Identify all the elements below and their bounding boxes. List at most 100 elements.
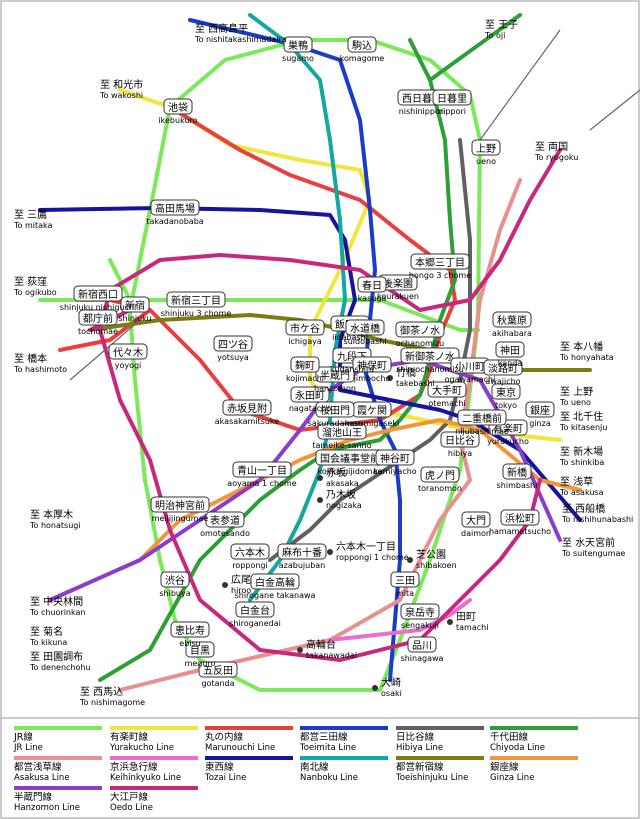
station-ikebukuro[interactable]: 池袋 bbox=[163, 98, 193, 115]
station-meijijingumae[interactable]: 明治神宮前 bbox=[150, 496, 210, 513]
station-sugamo[interactable]: 巣鴨 bbox=[283, 36, 313, 53]
station-box bbox=[407, 636, 437, 653]
destination-en: To chuorinkan bbox=[29, 608, 85, 617]
station-tochomae[interactable]: 都庁前 bbox=[78, 309, 118, 326]
station-tameike-sanno[interactable]: 溜池山王 bbox=[317, 423, 367, 440]
station-name-jp: 泉岳寺 bbox=[405, 606, 435, 619]
station-hanzomon[interactable]: 半蔵門 bbox=[315, 366, 355, 383]
station-mita[interactable]: 三田 bbox=[390, 571, 420, 588]
destination-jp: 至 本八幡 bbox=[560, 340, 603, 353]
station-name-jp: 溜池山王 bbox=[322, 426, 362, 439]
marunouchi-line-path-1 bbox=[58, 308, 152, 352]
station-sakuradamon[interactable]: 桜田門 bbox=[315, 401, 355, 418]
station-aoyama-1-chome[interactable]: 青山一丁目 bbox=[232, 461, 292, 478]
station-akasakamitsuke[interactable]: 赤坂見附 bbox=[222, 399, 272, 416]
station-akihabara[interactable]: 秋葉原 bbox=[492, 311, 532, 328]
station-toranomon[interactable]: 虎ノ門 bbox=[420, 466, 460, 483]
station-ochanomizu[interactable]: 御茶ノ水 bbox=[395, 321, 445, 338]
station-otemachi[interactable]: 大手町 bbox=[427, 381, 467, 398]
station-kokkaigijidomae[interactable]: 国会議事堂前 bbox=[315, 449, 385, 466]
station-name-jp: 駒込 bbox=[352, 40, 372, 52]
station-roppongi[interactable]: 六本木 bbox=[230, 543, 270, 560]
station-takadanobaba[interactable]: 高田馬場 bbox=[150, 199, 200, 216]
station-box bbox=[73, 285, 123, 302]
station-kasumigaseki[interactable]: 霞ケ関 bbox=[352, 401, 392, 418]
station-hongo-3-chome[interactable]: 本郷三丁目 bbox=[410, 253, 470, 270]
station-name-jp: 御茶ノ水 bbox=[400, 324, 440, 337]
station-name-romaji: meijijingumae bbox=[152, 514, 209, 523]
station-name-romaji: kokkaigijidomae bbox=[318, 467, 383, 476]
station-takebashi[interactable]: 竹橋 bbox=[387, 366, 416, 381]
legend-label-jp: 京浜急行線 bbox=[110, 761, 158, 773]
station-hiroo[interactable]: 広尾 bbox=[222, 573, 251, 588]
station-akasaka[interactable]: 赤坂 bbox=[317, 467, 346, 481]
station-nijubashimae[interactable]: 二重橋前 bbox=[457, 409, 507, 426]
station-ichigaya[interactable]: 市ケ谷 bbox=[285, 319, 325, 336]
station-takanawadai[interactable]: 高輪台 bbox=[297, 638, 336, 653]
station-tokyo[interactable]: 東京 bbox=[491, 383, 521, 400]
station-hibiya[interactable]: 日比谷 bbox=[440, 431, 480, 448]
legend-label-jp: 丸の内線 bbox=[205, 731, 244, 743]
station-shirogane-takanawa[interactable]: 白金高輪 bbox=[250, 573, 300, 590]
station-name-jp: 浜松町 bbox=[505, 512, 535, 525]
station-omotesando[interactable]: 表参道 bbox=[205, 511, 245, 528]
station-shinjuku-3-chome[interactable]: 新宿三丁目 bbox=[166, 291, 226, 308]
station-name-romaji: shibakoen bbox=[416, 561, 457, 570]
asakusa-line-path-0 bbox=[118, 178, 522, 692]
station-shibakoen[interactable]: 芝公園 bbox=[407, 548, 446, 563]
station-nogizaka[interactable]: 乃木坂 bbox=[317, 489, 356, 503]
station-osaki[interactable]: 大崎 bbox=[372, 676, 401, 691]
station-sengakuji[interactable]: 泉岳寺 bbox=[400, 603, 440, 620]
station-kamiyacho[interactable]: 神谷町 bbox=[375, 449, 415, 466]
station-kourakuen[interactable]: 後楽園 bbox=[378, 274, 418, 291]
station-roppongi-1-chome[interactable]: 六本木一丁目 bbox=[327, 540, 396, 555]
station-ebisu[interactable]: 恵比寿 bbox=[170, 621, 210, 638]
station-jimbocho[interactable]: 神保町 bbox=[352, 356, 392, 373]
station-meguro[interactable]: 目黒 bbox=[185, 641, 215, 658]
station-box bbox=[235, 601, 275, 618]
station-shin-ochanomizu[interactable]: 新御茶ノ水 bbox=[400, 347, 460, 364]
station-kojimachi[interactable]: 麹町 bbox=[290, 356, 320, 373]
station-awajicho[interactable]: 淡路町 bbox=[483, 359, 523, 376]
station-nippori[interactable]: 日暮里 bbox=[432, 89, 472, 106]
station-shinagawa[interactable]: 品川 bbox=[407, 636, 437, 653]
boundary-line-0 bbox=[69, 319, 141, 381]
station-shiroganedai[interactable]: 白金台 bbox=[235, 601, 275, 618]
station-kasuga[interactable]: 春日 bbox=[357, 276, 387, 293]
station-nagatacho[interactable]: 永田町 bbox=[290, 386, 330, 403]
station-komagome[interactable]: 駒込 bbox=[347, 36, 377, 53]
legend-label-en: Toeimita Line bbox=[299, 743, 356, 753]
station-suidobashi[interactable]: 水道橋 bbox=[345, 319, 385, 336]
station-name-romaji: takanawadai bbox=[306, 651, 357, 660]
destination-jp: 至 本厚木 bbox=[30, 508, 73, 521]
station-box bbox=[352, 356, 392, 373]
station-azabujuban[interactable]: 麻布十番 bbox=[277, 543, 327, 560]
station-shinjuku-nishiguchi[interactable]: 新宿西口 bbox=[73, 285, 123, 302]
station-name-jp: 小川町 bbox=[455, 361, 485, 373]
station-daimon[interactable]: 大門 bbox=[461, 511, 491, 528]
station-yotsuya[interactable]: 四ツ谷 bbox=[213, 335, 253, 352]
station-shimbashi[interactable]: 新橋 bbox=[502, 463, 532, 480]
station-shinjuku[interactable]: 新宿 bbox=[120, 296, 150, 313]
station-gotanda[interactable]: 五反田 bbox=[198, 661, 238, 678]
station-hamamatsucho[interactable]: 浜松町 bbox=[500, 509, 540, 526]
station-name-jp: 日暮里 bbox=[437, 92, 467, 105]
station-ueno[interactable]: 上野 bbox=[471, 139, 501, 156]
station-name-romaji: yurakucho bbox=[487, 437, 529, 446]
boundary-line-1 bbox=[589, 89, 640, 131]
station-yoyogi[interactable]: 代々木 bbox=[108, 343, 148, 360]
destination-jp: 至 西馬込 bbox=[80, 686, 123, 698]
station-name-jp: 芝公園 bbox=[416, 548, 446, 561]
station-ginza[interactable]: 銀座 bbox=[525, 401, 555, 418]
station-tamachi[interactable]: 田町 bbox=[447, 612, 476, 625]
station-shibuya[interactable]: 渋谷 bbox=[160, 571, 190, 588]
station-name-romaji: sakuradamon bbox=[308, 419, 362, 428]
station-kanda[interactable]: 神田 bbox=[495, 341, 525, 358]
